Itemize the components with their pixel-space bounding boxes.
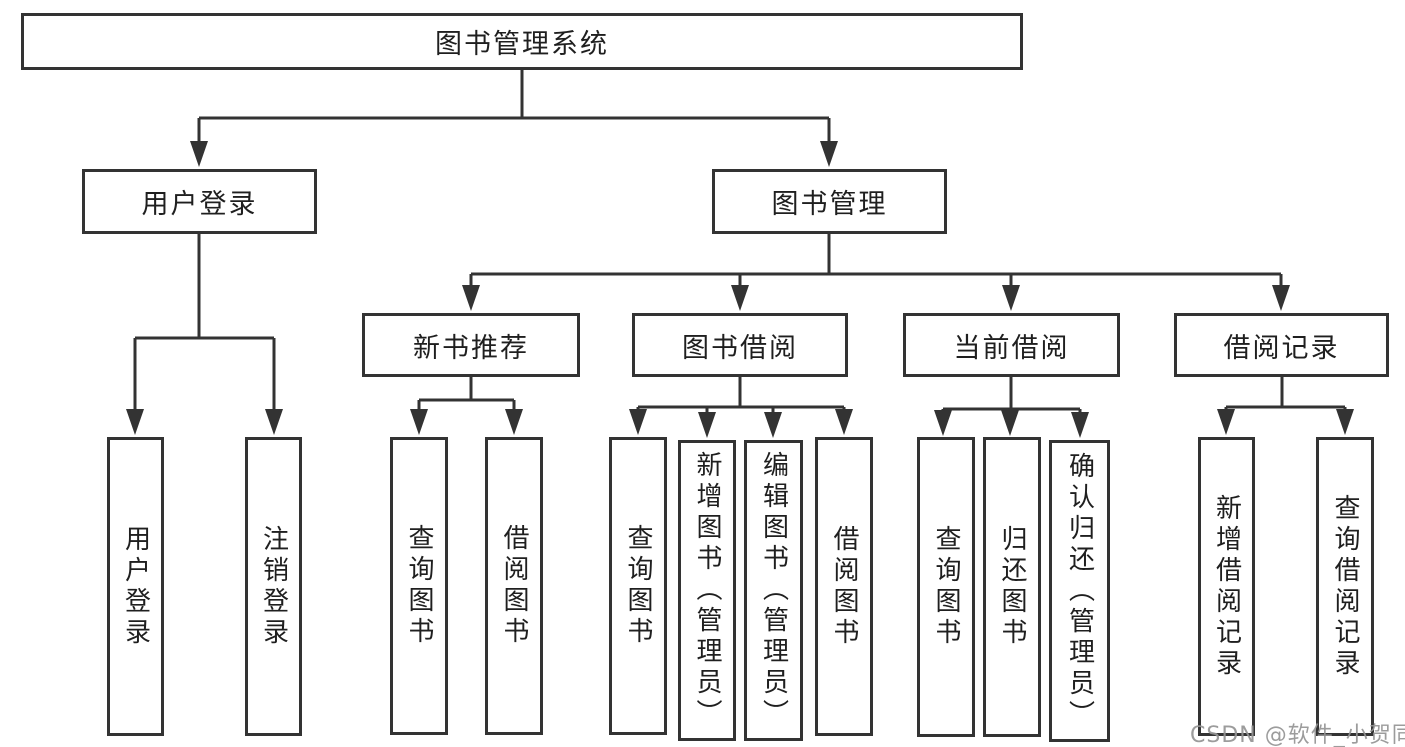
leaf-query-borrow-record-label: 查询借阅记录 — [1330, 493, 1360, 680]
leaf-edit-book-admin: 编辑图书（管理员） — [744, 440, 803, 741]
leaf-user-login-label: 用户登录 — [120, 524, 151, 649]
leaf-add-borrow-record-label: 新增借阅记录 — [1211, 493, 1242, 680]
leaf-add-book-admin-label: 新增图书（管理员） — [692, 451, 722, 730]
node-book-borrow: 图书借阅 — [632, 313, 848, 377]
leaf-edit-book-admin-label: 编辑图书（管理员） — [758, 451, 789, 730]
node-user-login-label: 用户登录 — [141, 189, 258, 220]
leaf-add-book-admin: 新增图书（管理员） — [678, 440, 736, 741]
node-root-label: 图书管理系统 — [435, 29, 609, 60]
node-new-book-recommend: 新书推荐 — [362, 313, 580, 377]
leaf-query-book-3-label: 查询图书 — [931, 525, 961, 649]
connector-arrowheads — [126, 141, 1354, 438]
leaf-logout: 注销登录 — [245, 437, 302, 736]
node-user-login: 用户登录 — [82, 169, 317, 234]
node-book-management-label: 图书管理 — [771, 189, 888, 220]
leaf-borrow-book-1-label: 借阅图书 — [499, 524, 529, 648]
leaf-add-borrow-record: 新增借阅记录 — [1198, 437, 1255, 736]
csdn-watermark: CSDN @软件_小贺同学 — [1190, 723, 1405, 747]
leaf-borrow-book-1: 借阅图书 — [485, 437, 543, 735]
node-book-management: 图书管理 — [712, 169, 947, 234]
node-new-book-recommend-label: 新书推荐 — [413, 332, 529, 364]
leaf-borrow-book-2-label: 借阅图书 — [829, 524, 859, 649]
node-current-borrow-label: 当前借阅 — [953, 332, 1070, 364]
leaf-logout-label: 注销登录 — [258, 524, 289, 649]
leaf-return-book: 归还图书 — [983, 437, 1041, 737]
node-borrow-record-label: 借阅记录 — [1223, 332, 1340, 364]
node-current-borrow: 当前借阅 — [903, 313, 1120, 377]
node-root: 图书管理系统 — [21, 13, 1023, 70]
leaf-return-book-label: 归还图书 — [997, 525, 1027, 649]
leaf-borrow-book-2: 借阅图书 — [815, 437, 873, 736]
node-borrow-record: 借阅记录 — [1174, 313, 1389, 377]
leaf-query-book-2: 查询图书 — [609, 437, 667, 735]
leaf-query-book-1: 查询图书 — [390, 437, 448, 735]
node-book-borrow-label: 图书借阅 — [682, 332, 798, 364]
leaf-query-book-2-label: 查询图书 — [623, 524, 653, 648]
leaf-query-book-3: 查询图书 — [917, 437, 975, 737]
leaf-user-login: 用户登录 — [107, 437, 164, 736]
leaf-query-book-1-label: 查询图书 — [404, 524, 434, 648]
leaf-confirm-return-admin: 确认归还（管理员） — [1049, 440, 1110, 742]
leaf-query-borrow-record: 查询借阅记录 — [1316, 437, 1374, 736]
leaf-confirm-return-admin-label: 确认归还（管理员） — [1064, 451, 1095, 731]
